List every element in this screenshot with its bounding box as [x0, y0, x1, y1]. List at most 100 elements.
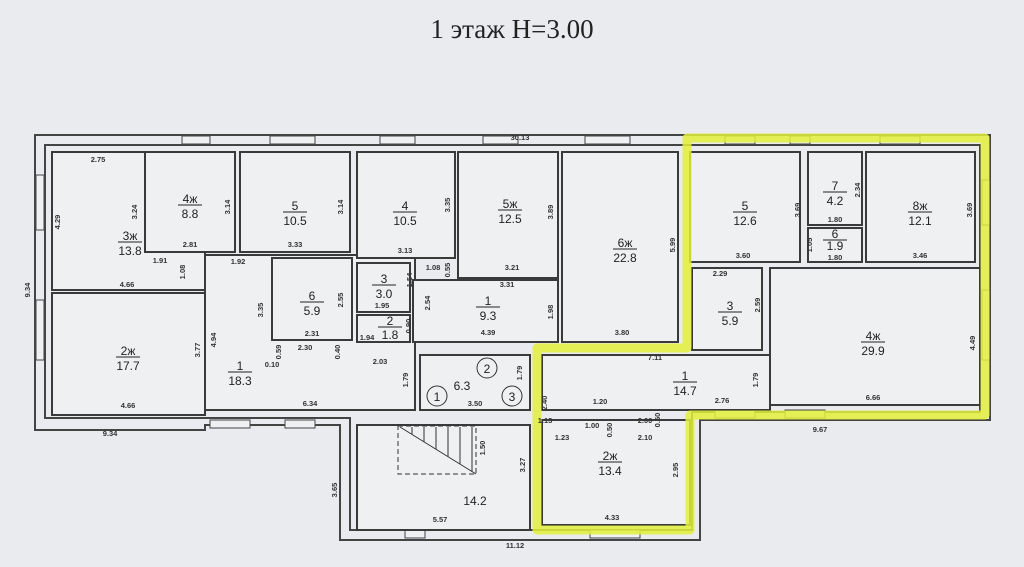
- dimension-label: 2.81: [183, 240, 198, 249]
- window: [209, 419, 251, 429]
- dimension-label: 0.50: [605, 423, 614, 438]
- dimension-label: 3.21: [505, 263, 520, 272]
- room-area: 5.9: [722, 314, 739, 328]
- dimension-label: 0.55: [443, 263, 452, 278]
- dimension-label: 3.14: [336, 199, 345, 214]
- room-number: 8ж: [913, 199, 928, 213]
- dimension-label: 1.50: [478, 441, 487, 456]
- room: 74.2: [807, 151, 863, 226]
- room-area: 9.3: [480, 309, 497, 323]
- dimension-label: 2.76: [715, 396, 730, 405]
- room-outline: [807, 227, 863, 263]
- dimension-label: 1.79: [401, 373, 410, 388]
- dimension-label: 4.33: [605, 513, 620, 522]
- dimension-label: 4.29: [53, 215, 62, 230]
- room-area: 5.9: [304, 304, 321, 318]
- room-outline: [356, 262, 411, 313]
- dimension-label: 4.94: [209, 332, 218, 347]
- room-outline: [561, 151, 679, 343]
- dimension-label: 6.66: [866, 393, 881, 402]
- dimension-label: 4.49: [968, 336, 977, 351]
- dimension-label: 3.69: [793, 203, 802, 218]
- room: 21.8: [356, 314, 411, 343]
- room-outline: [541, 354, 771, 411]
- dimension-label: 3.13: [398, 246, 413, 255]
- dimension-label: 3.50: [468, 399, 483, 408]
- room-number: 3: [381, 272, 388, 286]
- room-area: 29.9: [861, 344, 885, 358]
- dimension-label: 2.34: [853, 182, 862, 197]
- dimension-label: 5.99: [668, 238, 677, 253]
- room-number: 3: [727, 299, 734, 313]
- room-number: 2ж: [603, 449, 618, 463]
- dimension-label: 5.57: [433, 515, 448, 524]
- room-area: 1.8: [382, 328, 399, 342]
- room: 61.9: [807, 227, 863, 263]
- room-number: 3ж: [123, 229, 138, 243]
- dimension-label: 3.27: [518, 458, 527, 473]
- dimension-label: 2.03: [373, 357, 388, 366]
- room: 33.0: [356, 262, 411, 313]
- window: [35, 174, 45, 231]
- dimension-label: 2.54: [423, 295, 432, 310]
- window: [181, 135, 211, 145]
- room-area: 12.5: [498, 212, 522, 226]
- dimension-label: 0.59: [274, 345, 283, 360]
- dimension-label: 1.08: [426, 263, 441, 272]
- circled-marker: [426, 385, 448, 407]
- dimension-label: 3.46: [913, 251, 928, 260]
- dimension-label: 1.79: [515, 366, 524, 381]
- window: [269, 135, 316, 145]
- dimension-label: 2.75: [91, 155, 106, 164]
- dimension-label: 0.10: [265, 360, 280, 369]
- room-number: 1: [485, 294, 492, 308]
- window: [35, 299, 45, 361]
- dimension-label: 9.34: [103, 429, 118, 438]
- room-outline: [271, 257, 353, 341]
- room: 65.9: [271, 257, 353, 341]
- dimension-label: 7.11: [648, 353, 662, 362]
- dimension-label: 3.14: [223, 199, 232, 214]
- staircase: [397, 425, 477, 475]
- floor-title: 1 этаж H=3.00: [430, 14, 594, 44]
- room-number: 4ж: [866, 329, 881, 343]
- room-area: 6.3: [454, 379, 471, 393]
- dimension-label: 3.69: [965, 203, 974, 218]
- room-outline: [144, 151, 236, 253]
- room-outline: [419, 354, 531, 411]
- window: [482, 135, 519, 145]
- dimension-label: 11.12: [506, 541, 524, 550]
- room-number: 4: [402, 199, 409, 213]
- room-number: 5: [742, 199, 749, 213]
- room-outline: [356, 424, 531, 531]
- marker-number: 1: [434, 390, 441, 404]
- window: [404, 529, 426, 539]
- room-number: 5ж: [503, 197, 518, 211]
- room: 4ж8.8: [144, 151, 236, 253]
- dimension-label: 4.66: [120, 280, 135, 289]
- window: [584, 135, 631, 145]
- dimension-label: 1.94: [360, 333, 375, 342]
- dimension-label: 2.59: [753, 298, 762, 313]
- dimension-label: 3.65: [330, 483, 339, 498]
- room-area: 4.2: [827, 194, 844, 208]
- room-area: 8.8: [182, 207, 199, 221]
- room-outline: [457, 151, 559, 279]
- room-number: 6: [309, 289, 316, 303]
- dimension-label: 2.40: [540, 396, 549, 411]
- dimension-label: 1.05: [805, 238, 814, 253]
- window: [379, 135, 416, 145]
- room: 410.5: [356, 151, 456, 259]
- dimension-label: 3.77: [193, 343, 202, 358]
- room-number: 1: [237, 359, 244, 373]
- highlighted-apartment-outline: [532, 133, 990, 535]
- dimension-label: 3.33: [288, 240, 303, 249]
- circled-marker: [476, 357, 498, 379]
- room-outline: [769, 267, 981, 406]
- dimension-label: 3.35: [256, 303, 265, 318]
- dimension-label: 2.31: [305, 329, 320, 338]
